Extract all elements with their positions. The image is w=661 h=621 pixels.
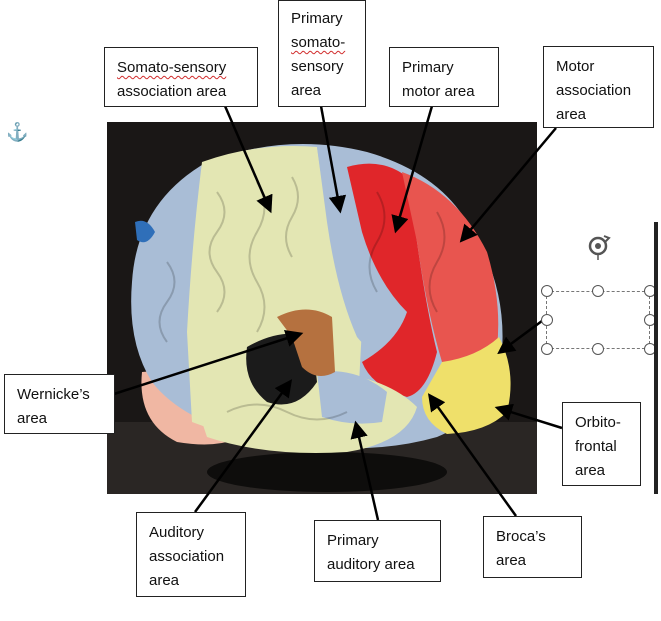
label-line: Primary (327, 532, 379, 549)
label-line: Somato-sensory (117, 59, 227, 76)
label-line: association area (117, 83, 227, 100)
resize-handle-nw[interactable] (541, 285, 553, 297)
label-motor-association: Motor association area (543, 46, 654, 128)
label-orbitofrontal: Orbito- frontal area (562, 402, 641, 486)
resize-handle-w[interactable] (541, 314, 553, 326)
label-line: association (556, 82, 632, 99)
label-primary-somatosensory: Primary somato- sensory area (278, 0, 366, 107)
label-line: Orbito- (575, 414, 621, 431)
label-line: area (149, 572, 180, 589)
label-line: area (17, 410, 48, 427)
selected-text-box[interactable] (546, 291, 650, 349)
label-line: area (496, 552, 527, 569)
label-line: somato- (291, 34, 346, 51)
label-auditory-association: Auditory association area (136, 512, 246, 597)
label-line: auditory area (327, 556, 415, 573)
label-line: Primary (291, 10, 343, 27)
label-broca: Broca’s area (483, 516, 582, 578)
label-primary-auditory: Primary auditory area (314, 520, 441, 582)
resize-handle-s[interactable] (592, 343, 604, 355)
anchor-icon[interactable]: ⚓ (6, 122, 29, 142)
label-line: Broca’s (496, 528, 546, 545)
label-line: Motor (556, 58, 595, 75)
adjacent-image-edge (654, 222, 658, 494)
label-line: Primary (402, 59, 454, 76)
label-line: frontal (575, 438, 617, 455)
label-line: sensory (291, 58, 344, 75)
brain-model-photo (107, 122, 537, 494)
label-primary-motor: Primary motor area (389, 47, 499, 107)
label-line: area (575, 462, 606, 479)
rotate-handle-icon[interactable] (584, 232, 612, 260)
label-line: area (556, 106, 587, 123)
label-line: motor area (402, 83, 475, 100)
label-line: Auditory (149, 524, 205, 541)
resize-handle-n[interactable] (592, 285, 604, 297)
label-line: Wernicke’s (17, 386, 90, 403)
label-line: association (149, 548, 225, 565)
resize-handle-sw[interactable] (541, 343, 553, 355)
label-line: area (291, 82, 322, 99)
label-wernicke: Wernicke’s area (4, 374, 115, 434)
label-somatosensory-association: Somato-sensory association area (104, 47, 258, 107)
